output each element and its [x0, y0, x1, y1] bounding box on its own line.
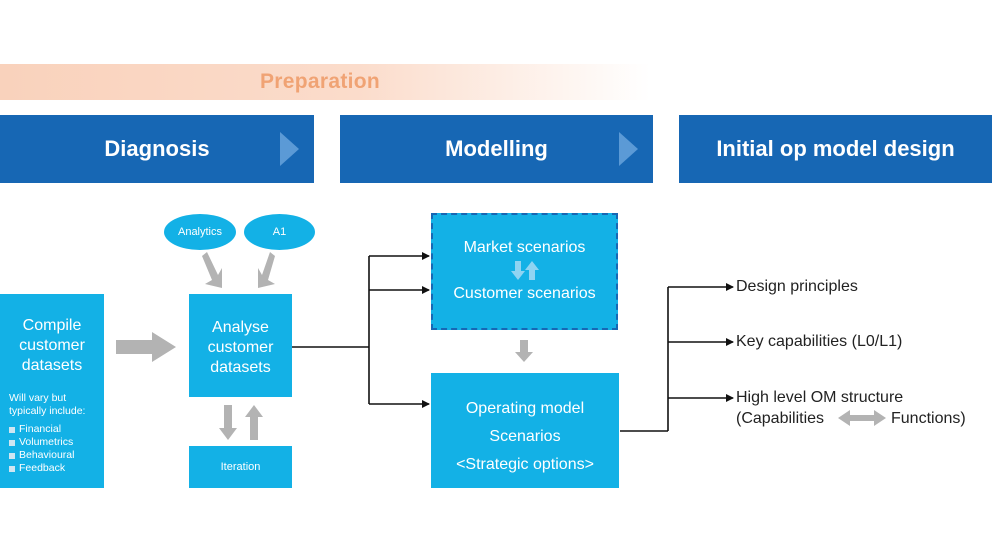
operating-line: <Strategic options> [456, 456, 594, 473]
bullet-square-icon [9, 426, 15, 433]
down-arrow-iteration [219, 405, 237, 440]
a1-ellipse: A1 [244, 214, 315, 250]
list-item-label: Volumetrics [19, 436, 74, 448]
down-arrow-analytics [202, 252, 222, 288]
list-item-label: Behavioural [19, 449, 75, 461]
design-principles-label: Design principles [736, 278, 858, 295]
phase-modelling-label: Modelling [445, 136, 548, 161]
list-item: Volumetrics [9, 436, 104, 449]
operating-line: Scenarios [489, 428, 561, 445]
bracket-analyse-to-scenarios [292, 252, 430, 408]
customer-scenarios-label: Customer scenarios [453, 285, 596, 302]
chevron-right-icon [619, 132, 638, 166]
phase-initial-op-model-design: Initial op model design [679, 115, 992, 183]
phase-diagnosis: Diagnosis [0, 115, 314, 183]
preparation-label: Preparation [260, 70, 380, 93]
analytics-ellipse: Analytics [164, 214, 236, 250]
analyse-line: customer [207, 339, 274, 356]
compile-note-line: Will vary but [9, 392, 67, 404]
key-capabilities-label: Key capabilities (L0/L1) [736, 333, 903, 350]
analyse-line: Analyse [212, 319, 269, 336]
operating-line: Operating model [465, 400, 585, 417]
bracket-operating-to-outputs [620, 283, 734, 432]
double-arrow-capabilities-functions [838, 410, 886, 426]
phase-diagnosis-label: Diagnosis [104, 136, 210, 161]
up-arrow-analyse [245, 405, 263, 440]
compile-note: Will vary but typically include: [0, 392, 104, 418]
down-arrow-a1 [258, 252, 275, 288]
om-structure-label: High level OM structure [736, 389, 904, 406]
phase-modelling: Modelling [340, 115, 653, 183]
compile-customer-datasets-box: Compile customer datasets Will vary but … [0, 294, 104, 488]
bullet-square-icon [9, 439, 15, 446]
compile-title: Compile customer datasets [0, 316, 104, 376]
list-item: Feedback [9, 462, 104, 475]
a1-label: A1 [272, 226, 287, 238]
compile-title-line: datasets [21, 357, 83, 374]
market-scenarios-label: Market scenarios [463, 239, 586, 256]
preparation-band [0, 64, 650, 100]
list-item-label: Feedback [19, 462, 66, 474]
compile-note-line: typically include: [9, 405, 86, 417]
right-arrow-compile-analyse [116, 332, 176, 362]
compile-title-line: Compile [22, 317, 82, 334]
iteration-box: Iteration [189, 446, 292, 488]
bullet-square-icon [9, 465, 15, 472]
analyse-customer-datasets-box: Analyse customer datasets [189, 294, 292, 397]
phase-initial-op-model-design-label: Initial op model design [716, 136, 955, 161]
list-item-label: Financial [19, 423, 62, 435]
analyse-line: datasets [210, 359, 271, 376]
operating-model-box: Operating model Scenarios <Strategic opt… [431, 373, 619, 488]
down-arrow-scenarios [515, 340, 533, 362]
compile-items: Financial Volumetrics Behavioural Feedba… [0, 423, 104, 475]
list-item: Behavioural [9, 449, 104, 462]
list-item: Financial [9, 423, 104, 436]
scenarios-box: Market scenarios Customer scenarios [431, 213, 618, 330]
chevron-right-icon [280, 132, 299, 166]
capabilities-label: (Capabilities [736, 410, 825, 427]
iteration-label: Iteration [220, 461, 261, 473]
functions-label: Functions) [891, 410, 966, 427]
compile-title-line: customer [19, 337, 85, 354]
up-down-arrows-icon [510, 261, 539, 280]
bullet-square-icon [9, 452, 15, 459]
analytics-label: Analytics [177, 226, 223, 238]
